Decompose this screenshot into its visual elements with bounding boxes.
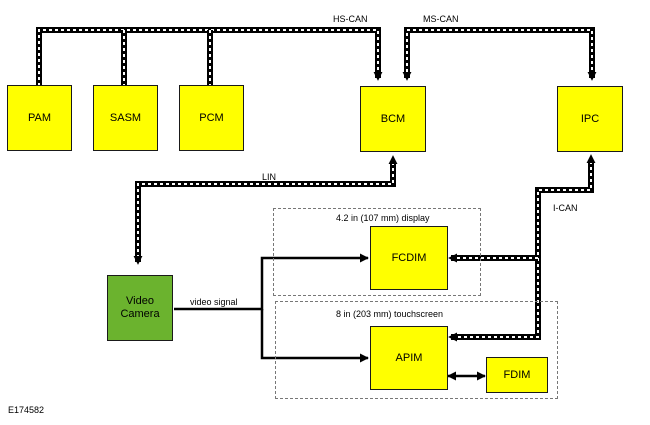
display-group-label: 4.2 in (107 mm) display [336,213,430,223]
ms-can-label: MS-CAN [423,14,459,24]
module-pcm: PCM [179,85,244,151]
module-video-camera: Video Camera [107,275,173,341]
module-fdim: FDIM [486,357,548,393]
hs-can-label: HS-CAN [333,14,368,24]
module-bcm: BCM [360,86,426,152]
ms-can-bus [402,27,597,81]
lin-bus [133,155,398,265]
touchscreen-group-box [275,301,558,399]
module-apim: APIM [370,326,448,390]
touchscreen-group-label: 8 in (203 mm) touchscreen [336,309,444,319]
video-signal-label: video signal [190,297,238,307]
video-signal-lines [174,253,369,363]
i-can-label: I-CAN [553,203,578,213]
hs-can-bus [36,27,383,86]
i-can-bus [448,154,596,342]
module-sasm: SASM [93,85,158,151]
module-ipc: IPC [557,86,623,152]
display-group-box [273,208,481,296]
figure-id: E174582 [8,405,45,415]
lin-label: LIN [262,172,277,182]
module-fcdim: FCDIM [370,226,448,290]
module-pam: PAM [7,85,72,151]
